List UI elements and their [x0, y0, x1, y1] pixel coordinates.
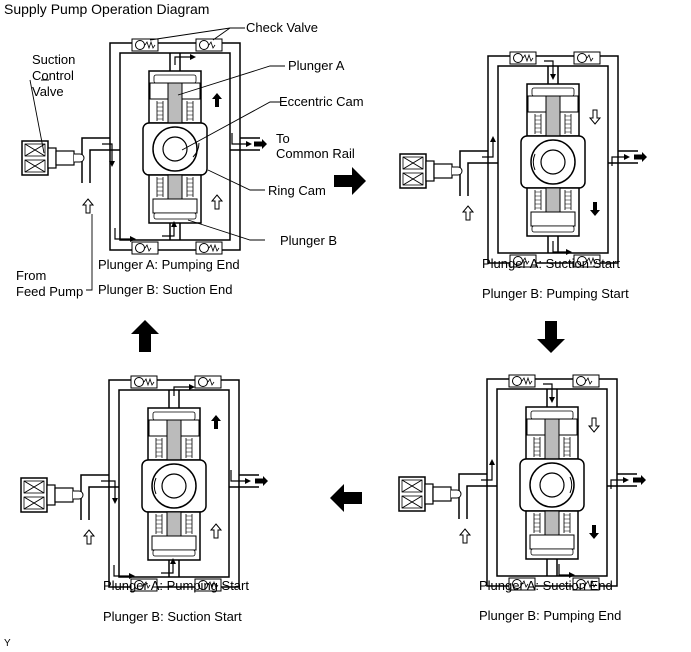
bottom-center-flow-arrow-icon: [162, 227, 175, 237]
plunger-b-motion-arrow-icon: [211, 194, 223, 210]
inlet-flow-arrow-icon: [101, 480, 116, 498]
stage-1-caption-b: Plunger B: Suction End: [98, 282, 232, 297]
stage-2-caption-b: Plunger B: Pumping Start: [482, 286, 629, 301]
bottom-left-flow-arrow-icon: [113, 565, 129, 577]
callout-suction-control-valve-3: Valve: [32, 84, 64, 99]
cam-rotation-arrow-icon: [153, 477, 157, 495]
footer-mark: Y: [4, 638, 11, 649]
callout-suction-control-valve-2: Control: [32, 68, 74, 83]
top-flow-arrow-icon: [544, 60, 554, 74]
outlet-flow-arrow-icon: [230, 470, 245, 482]
pump-body: [20, 375, 260, 592]
callout-ring-cam: Ring Cam: [268, 183, 326, 198]
sequence-arrow-down-icon: [537, 321, 565, 353]
feed-inlet-arrow-icon: [462, 205, 474, 221]
inlet-flow-arrow-icon: [482, 142, 494, 158]
pump-body: [398, 374, 638, 591]
top-flow-arrow-icon: [173, 386, 189, 396]
plunger-a-motion-arrow-icon: [212, 93, 222, 107]
to-rail-arrow-icon: [633, 475, 646, 485]
stage-4-caption-a: Plunger A: Pumping Start: [103, 578, 249, 593]
bottom-left-flow-arrow-icon: [114, 228, 130, 240]
stage-4-caption-b: Plunger B: Suction Start: [103, 609, 242, 624]
callout-from-feed-pump-2: Feed Pump: [16, 284, 83, 299]
stage-3-caption-b: Plunger B: Pumping End: [479, 608, 621, 623]
stage-4-panel: Plunger A: Pumping Start Plunger B: Suct…: [20, 375, 268, 624]
to-rail-arrow-icon: [254, 139, 267, 149]
plunger-b-motion-arrow-icon: [210, 523, 222, 539]
pump-body: [399, 51, 639, 268]
to-rail-arrow-icon: [255, 476, 268, 486]
cam-rotation-arrow-icon: [192, 142, 200, 158]
callout-to-common-rail-1: To: [276, 131, 290, 146]
callout-plunger-b: Plunger B: [280, 233, 337, 248]
plunger-b-motion-arrow-icon: [589, 525, 599, 539]
callout-suction-control-valve-1: Suction: [32, 52, 75, 67]
stage-2-caption-a: Plunger A: Suction Start: [482, 256, 620, 271]
stage-3-caption-a: Plunger A: Suction End: [479, 578, 613, 593]
bottom-flow-arrow-icon: [552, 241, 566, 253]
callout-check-valve: Check Valve: [246, 20, 318, 35]
sequence-arrow-up-icon: [131, 320, 159, 352]
bottom-center-flow-arrow-icon: [161, 564, 174, 574]
feed-inlet-arrow-icon: [82, 198, 94, 214]
callout-to-common-rail-2: Common Rail: [276, 146, 355, 161]
diagram-title: Supply Pump Operation Diagram: [4, 1, 209, 17]
plunger-a-motion-arrow-icon: [211, 415, 221, 429]
stage-1-caption-a: Plunger A: Pumping End: [98, 257, 240, 272]
sequence-arrow-right-icon: [334, 167, 366, 195]
top-flow-arrow-icon: [174, 56, 190, 65]
bottom-flow-arrow-icon: [558, 564, 569, 576]
plunger-b-motion-arrow-icon: [590, 202, 600, 216]
plunger-a-motion-arrow-icon: [589, 109, 601, 125]
cam-rotation-arrow-icon: [532, 153, 536, 171]
inlet-flow-arrow-icon: [102, 143, 113, 161]
top-flow-arrow-icon: [543, 383, 553, 397]
callout-plunger-a: Plunger A: [288, 58, 345, 73]
callout-from-feed-pump-1: From: [16, 268, 46, 283]
sequence-arrow-left-icon: [330, 484, 362, 512]
stage-3-panel: Plunger A: Suction End Plunger B: Pumpin…: [398, 374, 646, 623]
plunger-a-motion-arrow-icon: [588, 417, 600, 433]
inlet-flow-arrow-icon: [481, 465, 493, 481]
callout-leaders: [29, 27, 285, 291]
stage-1-panel: Plunger A: Pumping End Plunger B: Suctio…: [21, 38, 267, 297]
to-rail-arrow-icon: [634, 152, 647, 162]
outlet-flow-arrow-icon: [610, 479, 623, 489]
stage-2-panel: Plunger A: Suction Start Plunger B: Pump…: [399, 51, 647, 301]
callout-eccentric-cam: Eccentric Cam: [279, 94, 364, 109]
feed-inlet-arrow-icon: [459, 528, 471, 544]
feed-inlet-arrow-icon: [83, 529, 95, 545]
outlet-flow-arrow-icon: [231, 133, 246, 145]
cam-rotation-arrow-icon: [569, 476, 573, 494]
outlet-flow-arrow-icon: [611, 156, 624, 166]
